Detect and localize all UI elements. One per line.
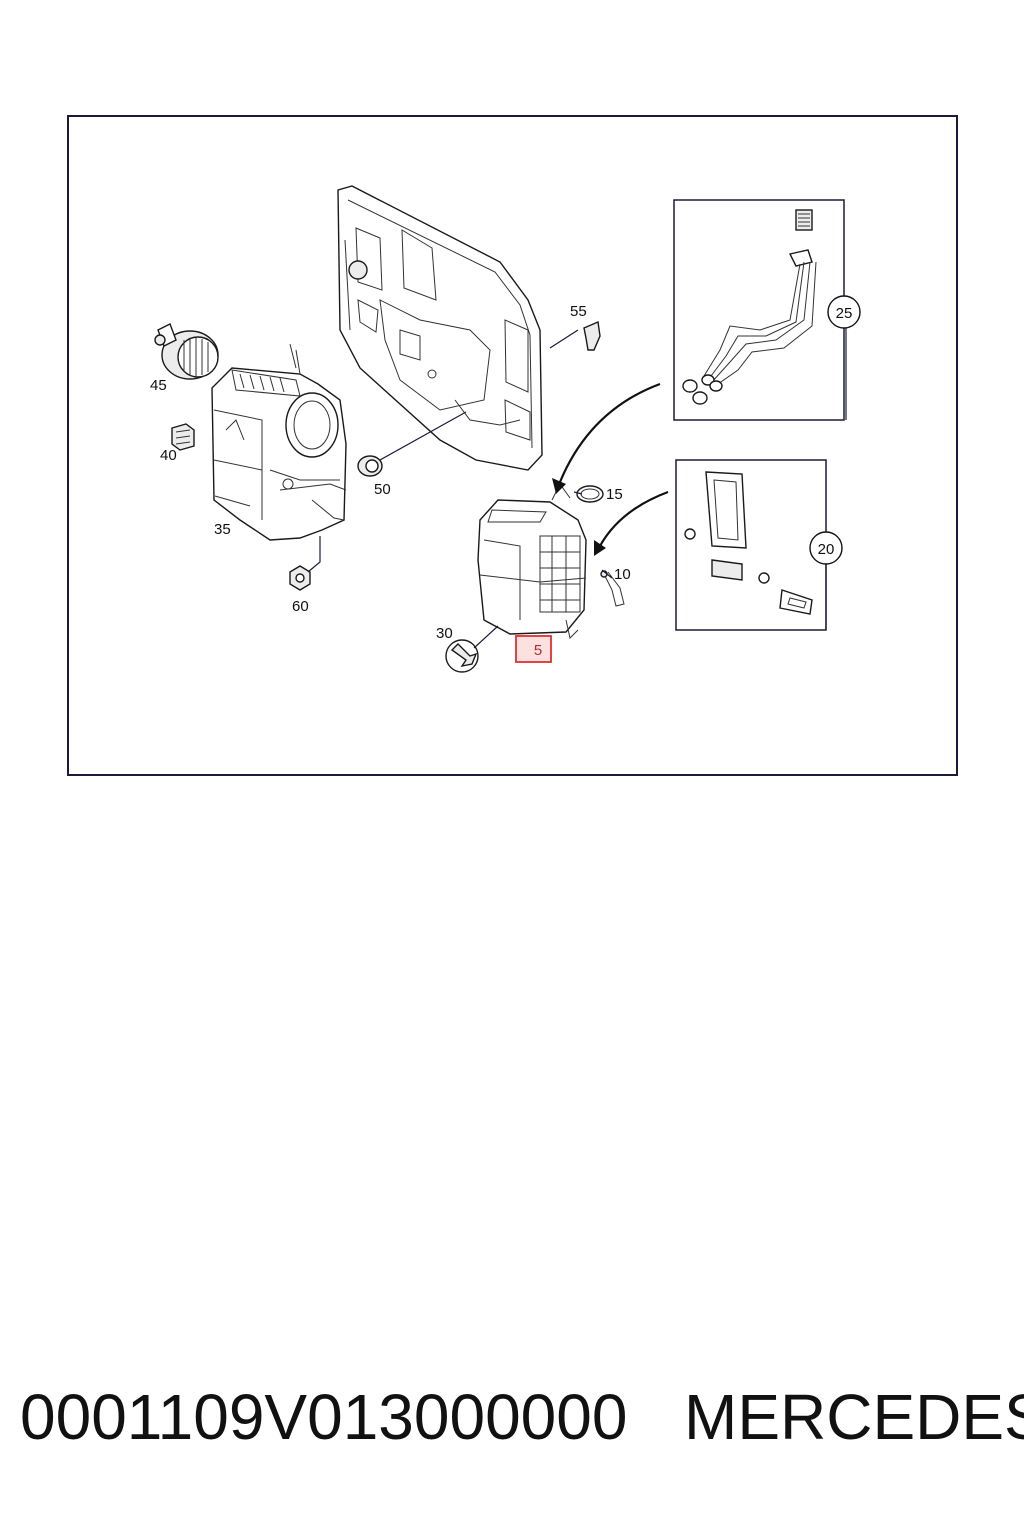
- callout-35[interactable]: 35: [214, 521, 231, 538]
- heater-housing-drawing: [211, 343, 347, 541]
- blower-resistor-drawing: [171, 423, 195, 451]
- part-number: 0001109V013000000: [20, 1381, 628, 1453]
- parts-diagram: 45 40 35 60 50 55 15 10 30 25 20 5: [67, 115, 958, 776]
- callout-50[interactable]: 50: [374, 481, 391, 498]
- plug-drawing: [583, 320, 601, 351]
- callout-40[interactable]: 40: [160, 447, 177, 464]
- tool-drawing: [445, 639, 479, 673]
- callout-60[interactable]: 60: [292, 598, 309, 615]
- o-ring-drawing: [576, 485, 604, 503]
- callout-labels: 45 40 35 60 50 55 15 10 30 25 20 5: [150, 295, 861, 663]
- callout-10[interactable]: 10: [614, 566, 631, 583]
- callout-45[interactable]: 45: [150, 377, 167, 394]
- caption: 0001109V013000000 MERCEDES: [0, 1380, 1024, 1480]
- callout-20[interactable]: 20: [818, 541, 835, 558]
- callout-25-circle: [827, 295, 861, 329]
- seals-inset: [675, 459, 827, 631]
- callout-5-highlight-box: [515, 635, 552, 663]
- grommet-drawing: [357, 455, 383, 477]
- bulkhead-panel-drawing: [337, 185, 543, 471]
- blower-motor-drawing: [154, 323, 219, 380]
- arrows: [552, 382, 669, 556]
- brand-name: MERCEDES: [684, 1381, 1024, 1453]
- callout-5[interactable]: 5: [534, 642, 542, 659]
- callout-30[interactable]: 30: [436, 625, 453, 642]
- pipes-inset: [673, 199, 845, 421]
- evaporator-housing-drawing: [477, 483, 587, 639]
- callout-25[interactable]: 25: [836, 305, 853, 322]
- callout-15[interactable]: 15: [606, 486, 623, 503]
- leader-lines: [307, 328, 847, 649]
- callout-55[interactable]: 55: [570, 303, 587, 320]
- nut-drawing: [289, 565, 311, 591]
- callout-20-circle: [809, 531, 843, 565]
